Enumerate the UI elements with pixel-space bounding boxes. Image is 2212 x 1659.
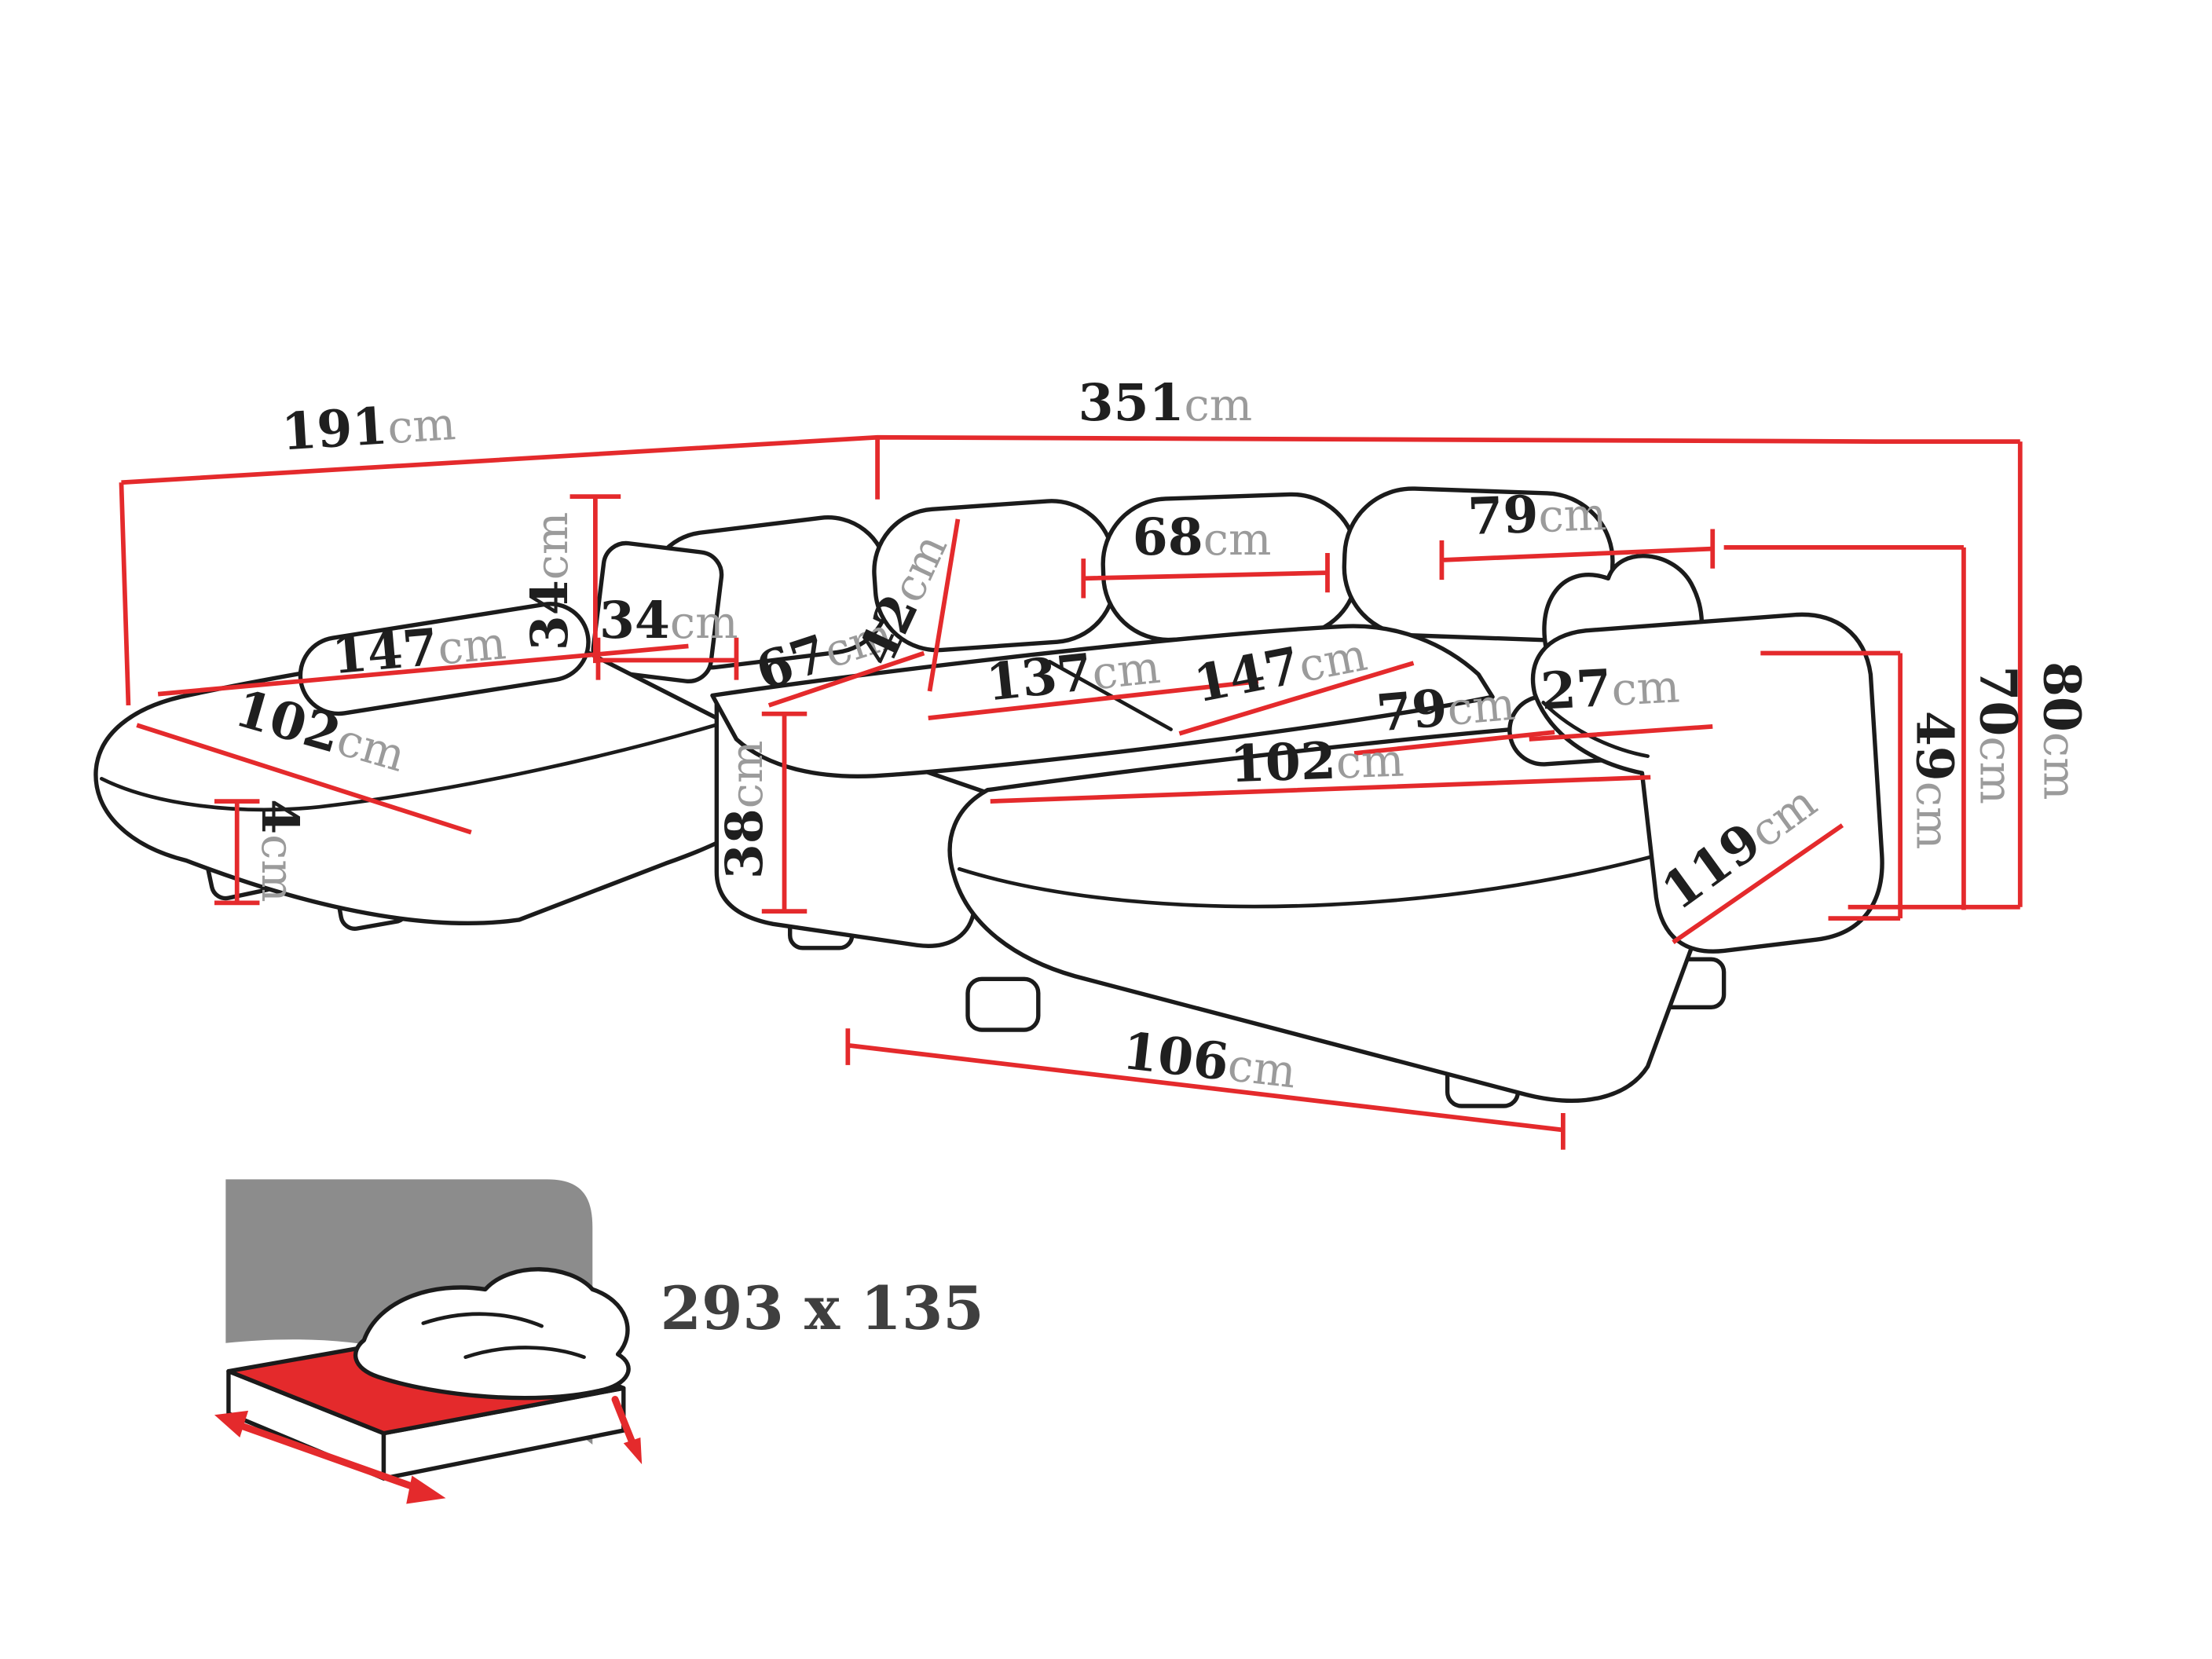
- dimension-unit: cm: [670, 596, 738, 649]
- dimension-unit: cm: [1335, 734, 1405, 789]
- dimension-line-middle: [761, 518, 1330, 914]
- dimension-label-left-chaise-length: 147cm: [330, 611, 508, 686]
- dimension-unit: cm: [526, 512, 578, 580]
- dimension-unit: cm: [436, 617, 508, 675]
- right-chaise-edge: [957, 830, 1734, 909]
- dimension-unit: cm: [1969, 736, 2022, 804]
- dimension-unit: cm: [1203, 513, 1272, 566]
- dimension-label-right-back-width: 79cm: [1467, 482, 1607, 547]
- dimension-unit: cm: [1185, 379, 1253, 431]
- unfold-arrow-line: [611, 1396, 636, 1445]
- dimension-label-back-width-left: 191cm: [280, 392, 457, 462]
- dimension-unit: cm: [1295, 628, 1372, 693]
- dimension-value: 27: [1540, 658, 1613, 722]
- dimension-value: 34: [599, 591, 670, 650]
- dimension-line-pillow: [569, 494, 739, 680]
- dimension-unit: cm: [2033, 732, 2086, 800]
- dimension-line-top-right: [1439, 529, 1716, 580]
- unfold-arrow-head: [406, 1475, 446, 1504]
- dimension-unit: cm: [1610, 660, 1681, 716]
- dimension-line-left-chaise: [136, 643, 689, 906]
- dimension-label-right-seat-length: 147cm: [1189, 623, 1372, 715]
- dimension-value: 79: [1374, 678, 1449, 744]
- dimension-unit: cm: [1445, 678, 1518, 736]
- dimension-label-armrest-height: 49cm: [1905, 711, 1965, 850]
- dimension-label-leg-height: 4cm: [250, 799, 309, 903]
- dimension-unit: cm: [386, 397, 457, 454]
- dimension-value: 351: [1079, 373, 1185, 433]
- dimension-label-right-chaise-width: 102cm: [1229, 729, 1405, 795]
- dimension-value: 80: [2031, 661, 2091, 732]
- bedding-fold: [421, 1312, 544, 1328]
- dimension-value: 68: [1133, 507, 1203, 567]
- dimension-value: 106: [1119, 1021, 1232, 1093]
- dimension-label-middle-seat-width: 137cm: [983, 635, 1163, 713]
- dimension-label-front-depth: 106cm: [1119, 1021, 1299, 1101]
- dimension-label-back-width-right: 351cm: [1079, 373, 1253, 433]
- dimension-value: 147: [330, 617, 441, 686]
- dimension-value: 191: [280, 396, 389, 462]
- unfold-arrow-head: [623, 1437, 643, 1465]
- unfold-arrow-head: [214, 1410, 249, 1438]
- right-armrest-edge: [1541, 701, 1650, 758]
- sleeping-function-icon: [214, 1179, 2212, 1659]
- dimension-line-right-seat: [990, 661, 1844, 945]
- sofa-foot: [965, 976, 1041, 1032]
- dimension-value: 38: [715, 808, 775, 879]
- dimension-label-back-cushion-width: 68cm: [1133, 507, 1272, 567]
- dimension-label-backrest-height: 70cm: [1968, 665, 2027, 804]
- dimension-line-front: [845, 1028, 1566, 1150]
- unfold-arrow-line: [239, 1423, 422, 1492]
- dimension-label-armrest-width: 27cm: [1540, 654, 1681, 721]
- dimension-value: 137: [983, 643, 1095, 713]
- dimension-label-seat-height: 38cm: [715, 741, 775, 880]
- left-chaise-edge: [99, 720, 727, 812]
- dimension-value: 4: [250, 799, 309, 834]
- sofa-illustration: [93, 486, 1884, 1108]
- bedding-fold: [463, 1346, 586, 1360]
- dimension-value: 70: [1968, 665, 2027, 736]
- dimension-value: 102: [1229, 731, 1338, 795]
- dimension-value: 49: [1905, 711, 1965, 782]
- dimension-unit: cm: [1537, 488, 1607, 543]
- dimension-value: 79: [1467, 485, 1540, 547]
- bedding: [353, 1267, 631, 1401]
- dimension-label-pillow-height: 34cm: [520, 512, 580, 651]
- dimension-unit: cm: [1090, 641, 1163, 701]
- sleeping-area-label: 293 x 135: [660, 1273, 983, 1343]
- dimension-line-right-heights: [1723, 441, 2023, 921]
- dimension-unit: cm: [1906, 782, 1959, 850]
- left-chaise: [93, 632, 750, 925]
- dimension-unit: cm: [1225, 1038, 1299, 1098]
- dimension-label-pillow-width: 34cm: [599, 591, 738, 650]
- dimension-unit: cm: [251, 834, 304, 903]
- dimension-lines: [119, 434, 2023, 1150]
- dimension-label-right-seat-width: 79cm: [1374, 672, 1518, 744]
- small-pillow: [591, 540, 724, 684]
- middle-seat: [710, 624, 1495, 778]
- dimension-value: 34: [520, 580, 580, 650]
- dimension-line-top-widths: [119, 434, 2020, 706]
- seat-divider: [1047, 659, 1173, 731]
- dimension-unit: cm: [720, 741, 773, 809]
- dimension-label-total-height: 80cm: [2031, 661, 2091, 800]
